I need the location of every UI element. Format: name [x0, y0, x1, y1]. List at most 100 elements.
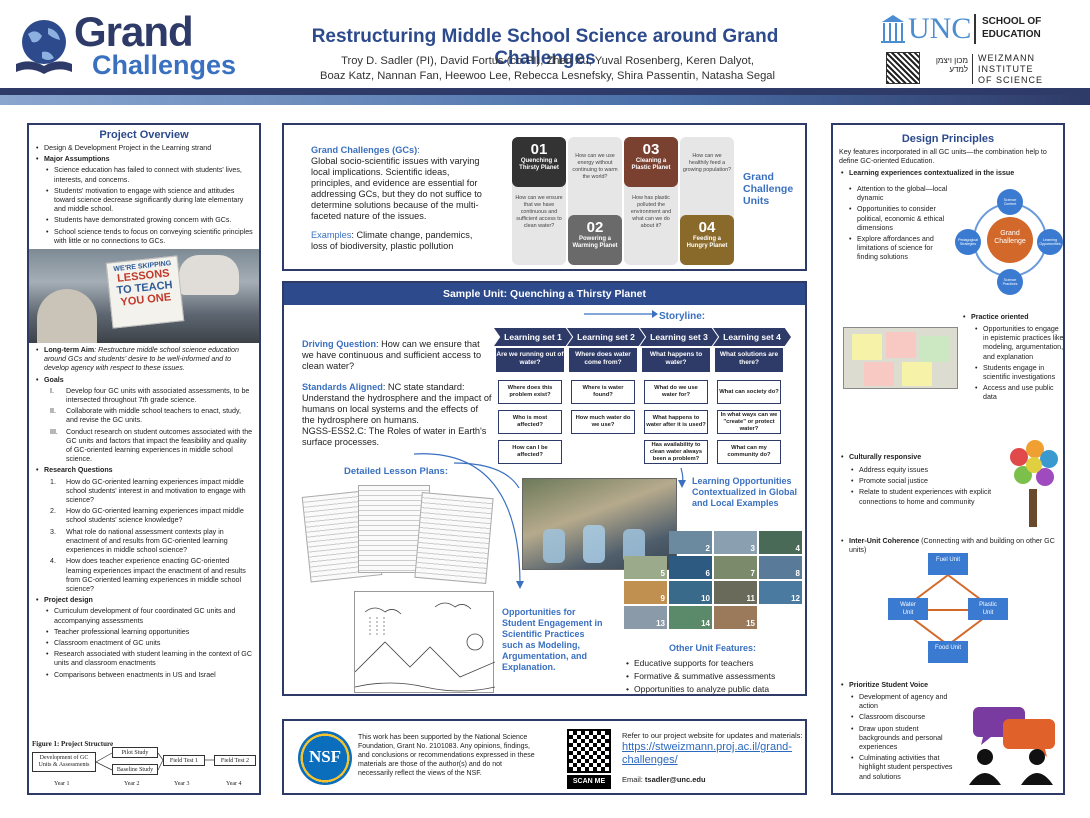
other-feature-item: Opportunities to analyze public data [624, 684, 804, 695]
example-photo-tile: 11 [714, 581, 757, 604]
design-intro: Key features incorporated in all GC unit… [839, 148, 1047, 165]
handprint-tree-icon [1010, 440, 1058, 527]
learning-set-subquestion: Where is water found? [571, 380, 635, 404]
tile-number: 15 [746, 619, 755, 628]
aim-label: Long-term Aim [44, 346, 95, 355]
storyline-label: Storyline: [659, 311, 706, 322]
gc-unit-question: How can we use energy without continuing… [572, 153, 618, 180]
unit-box: Fuel Unit [928, 553, 968, 575]
research-question-item-number: 3. [50, 527, 56, 536]
gc-colon: : [417, 145, 420, 155]
research-questions-list: 1.How do GC-oriented learning experience… [44, 478, 254, 594]
culturally-responsive-label: Culturally responsive [839, 453, 989, 462]
practice-oriented-item: Students engage in scientific investigat… [973, 364, 1065, 382]
fig-pilot-box: Pilot Study [112, 747, 158, 758]
research-question-item: 1.How do GC-oriented learning experience… [44, 478, 254, 506]
weizmann-emblem [886, 52, 920, 84]
weizmann-word-2: INSTITUTE [978, 64, 1034, 74]
culturally-responsive-item: Address equity issues [849, 466, 999, 475]
learning-set-question: Where does water come from? [569, 348, 637, 372]
lesson-plans-label: Detailed Lesson Plans: [344, 466, 449, 477]
example-photo-tile: 9 [624, 581, 667, 604]
weizmann-logo: מכון ויצמן למדע WEIZMANN INSTITUTE OF SC… [886, 52, 1076, 86]
handprint-tree-image [1005, 439, 1061, 529]
cycle-node: Science Practices [997, 269, 1023, 295]
nsf-support-statement: This work has been supported by the Nati… [358, 734, 535, 777]
tile-number: 3 [750, 544, 755, 553]
learning-set-subquestion: In what ways can we "create" or protect … [717, 410, 781, 434]
learning-set-subquestion: How can I be affected? [498, 440, 562, 464]
sticky-notes-photo [843, 327, 958, 389]
example-photo-tile: 3 [714, 531, 757, 554]
goals-label: Goals [34, 376, 254, 385]
example-photo-tile: 7 [714, 556, 757, 579]
unit-box: Food Unit [928, 641, 968, 663]
ngss-standard: NGSS-ESS2.C: The Roles of water in Earth… [302, 426, 487, 447]
example-photo-tile: 4 [759, 531, 802, 554]
example-photo-tile: 12 [759, 581, 802, 604]
example-photo-tile: 14 [669, 606, 712, 629]
example-photo-tile: 13 [624, 606, 667, 629]
student-model-drawing [354, 591, 496, 693]
goal-item-text: Conduct research on student outcomes ass… [66, 427, 253, 464]
student-voice-item: Development of agency and action [849, 693, 959, 711]
research-question-item: 4. How does teacher experience enacting G… [44, 557, 254, 594]
learning-set-subquestion: What do we use water for? [644, 380, 708, 404]
learning-experiences-label: Learning experiences contextualized in t… [839, 169, 1057, 178]
qr-code[interactable] [567, 729, 611, 773]
tile-number: 4 [795, 544, 800, 553]
research-question-item: 3.What role do national assessment conte… [44, 528, 254, 556]
research-question-item-number: 4. [50, 557, 56, 566]
assumption-item: School science tends to focus on conveyi… [44, 228, 254, 246]
inter-unit-coherence: Inter-Unit Coherence (Connecting with an… [839, 537, 1061, 555]
refer-text: Refer to our project website for updates… [622, 731, 803, 740]
fig-field-test-2-box: Field Test 2 [214, 755, 256, 766]
project-overview-title: Project Overview [99, 129, 189, 141]
gc-examples: Examples: Climate change, pandemics, los… [311, 230, 491, 252]
std-label: Standards Aligned [302, 382, 383, 392]
unc-wordmark: UNC [908, 12, 972, 45]
project-website-link[interactable]: https://stweizmann.proj.ac.il/grand-chal… [622, 741, 792, 766]
scan-me-label: SCAN ME [567, 775, 611, 789]
fig-field-test-1-box: Field Test 1 [163, 755, 205, 766]
weizmann-word-1: WEIZMANN [978, 53, 1035, 63]
design-principles-panel: Design Principles Key features incorpora… [831, 123, 1065, 795]
culturally-responsive-item: Promote social justice [849, 477, 999, 486]
goals-list: I.Develop four GC units with associated … [44, 387, 254, 465]
practice-oriented-list: Opportunities to engage in epistemic pra… [973, 325, 1065, 405]
gc-units-label: Grand Challenge Units [743, 171, 794, 207]
tile-number: 2 [705, 544, 710, 553]
engagement-opportunities-label: Opportunities for Student Engagement in … [502, 607, 603, 672]
fig-year-3: Year 3 [174, 781, 190, 787]
gc-definition: Grand Challenges (GCs): Global socio-sci… [311, 145, 491, 252]
project-design-list: Curriculum development of four coordinat… [44, 607, 254, 680]
project-design-item: Teacher professional learning opportunit… [44, 628, 254, 637]
project-overview-panel: Project Overview Design & Development Pr… [27, 123, 261, 795]
standards-aligned: Standards Aligned: NC state standard: Un… [302, 382, 492, 426]
research-question-item-text: How does teacher experience enacting GC-… [66, 557, 246, 593]
learning-experience-item: Attention to the global—local dynamic [847, 185, 952, 203]
email-address[interactable]: tsadler@unc.edu [644, 775, 706, 784]
long-term-aim: Long-term Aim: Restructure middle school… [34, 346, 254, 374]
tile-number: 7 [750, 569, 755, 578]
gc-unit-question: How can we ensure that we have continuou… [515, 195, 563, 229]
assumption-item: Science education has failed to connect … [44, 166, 254, 184]
project-structure-figure: Figure 1: Project Structure Development … [32, 740, 257, 792]
gc-heading: Grand Challenges (GCs) [311, 145, 418, 155]
example-photo-tile: 6 [669, 556, 712, 579]
speech-bubbles-people-icon [969, 707, 1055, 785]
learning-set-subquestion: What can society do? [717, 380, 781, 404]
email-label: Email: [622, 775, 645, 784]
practice-oriented-item: Access and use public data [973, 384, 1065, 402]
goal-item-number: III. [50, 427, 58, 436]
student-voice-icon [961, 701, 1061, 785]
assumption-item: Students' motivation to engage with scie… [44, 187, 254, 215]
research-question-item-text: How do GC-oriented learning experiences … [66, 507, 244, 525]
learning-set-subquestion: Has availability to clean water always b… [644, 440, 708, 464]
header-stripe-dark [0, 88, 1090, 95]
unc-logo: UNC SCHOOL OF EDUCATION [880, 12, 1080, 48]
project-design-item: Curriculum development of four coordinat… [44, 607, 254, 625]
research-question-item: 2.How do GC-oriented learning experience… [44, 507, 254, 525]
